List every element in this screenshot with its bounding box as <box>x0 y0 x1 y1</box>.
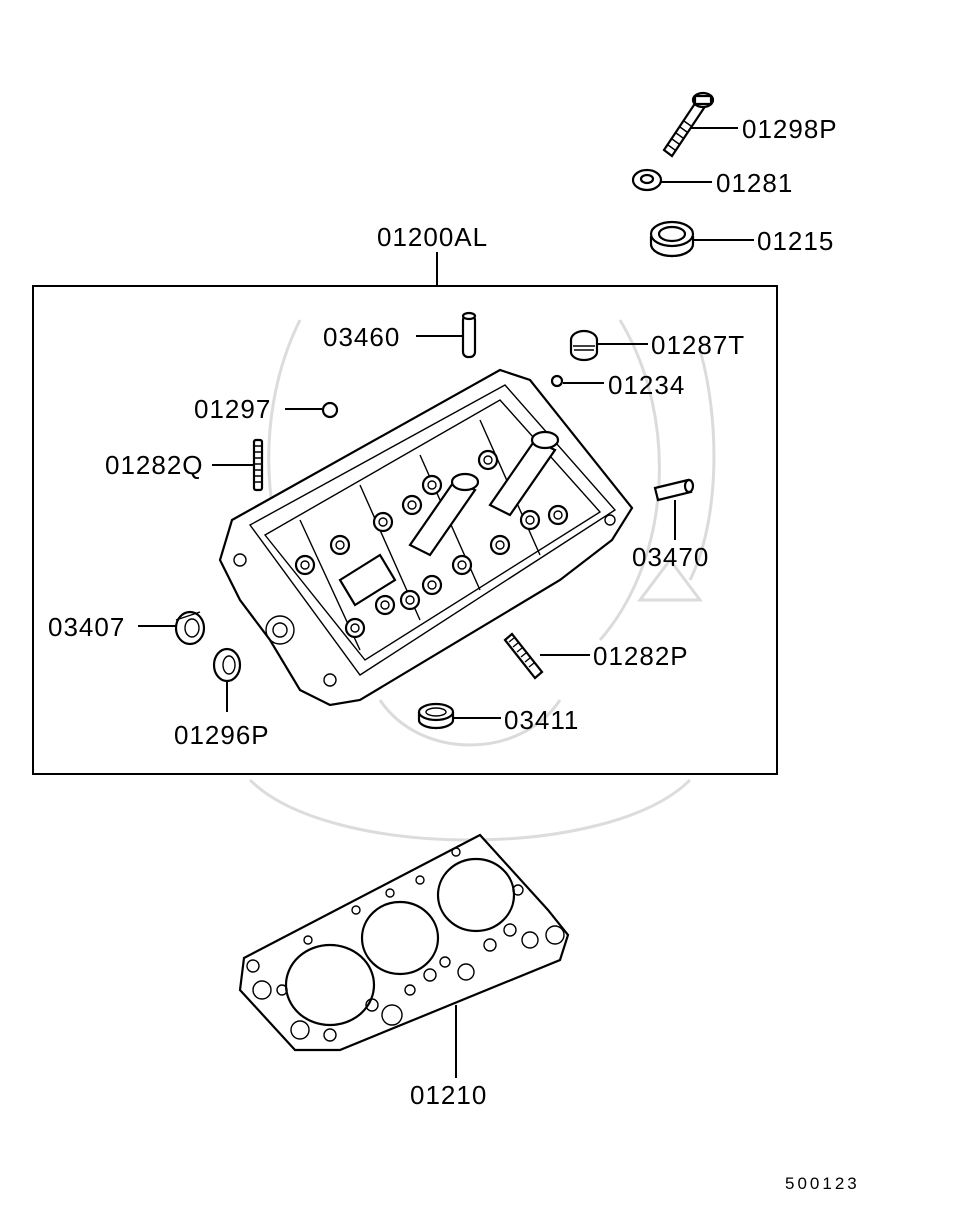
ball-01297-drawing <box>321 401 339 419</box>
callout-01287t: 01287T <box>651 330 745 360</box>
bolt-01298p-drawing <box>662 91 715 158</box>
callout-03470: 03470 <box>632 542 709 572</box>
diagram-number: 500123 <box>785 1174 860 1193</box>
washer-01281-drawing <box>631 168 663 192</box>
callout-01281: 01281 <box>716 168 793 198</box>
callout-01297: 01297 <box>194 394 271 424</box>
callout-01200al: 01200AL <box>377 222 488 252</box>
callout-01296p: 01296P <box>174 720 270 750</box>
callout-03411: 03411 <box>504 705 579 735</box>
assembly-box <box>32 285 778 775</box>
seal-01215-drawing <box>649 220 695 258</box>
plug-01234-drawing <box>550 374 564 388</box>
head-gasket-drawing <box>238 833 570 1052</box>
stud-01282q-drawing <box>252 438 264 492</box>
cylinder-head-drawing <box>218 368 634 707</box>
pin-03470-drawing <box>653 478 695 502</box>
ring-01296p-drawing <box>212 647 242 683</box>
callout-01298p: 01298P <box>742 114 838 144</box>
callout-01234: 01234 <box>608 370 685 400</box>
seal-03407-drawing <box>174 610 206 646</box>
callout-01282p: 01282P <box>593 641 689 671</box>
callout-01282q: 01282Q <box>105 450 204 480</box>
callout-03460: 03460 <box>323 322 400 352</box>
callout-03407: 03407 <box>48 612 125 642</box>
stud-01282p-drawing <box>503 632 544 680</box>
seal-03411-drawing <box>417 702 455 730</box>
pin-03460-drawing <box>461 311 477 359</box>
callout-01210: 01210 <box>410 1080 487 1110</box>
callout-01215: 01215 <box>757 226 834 256</box>
plug-01287t-drawing <box>569 329 599 362</box>
